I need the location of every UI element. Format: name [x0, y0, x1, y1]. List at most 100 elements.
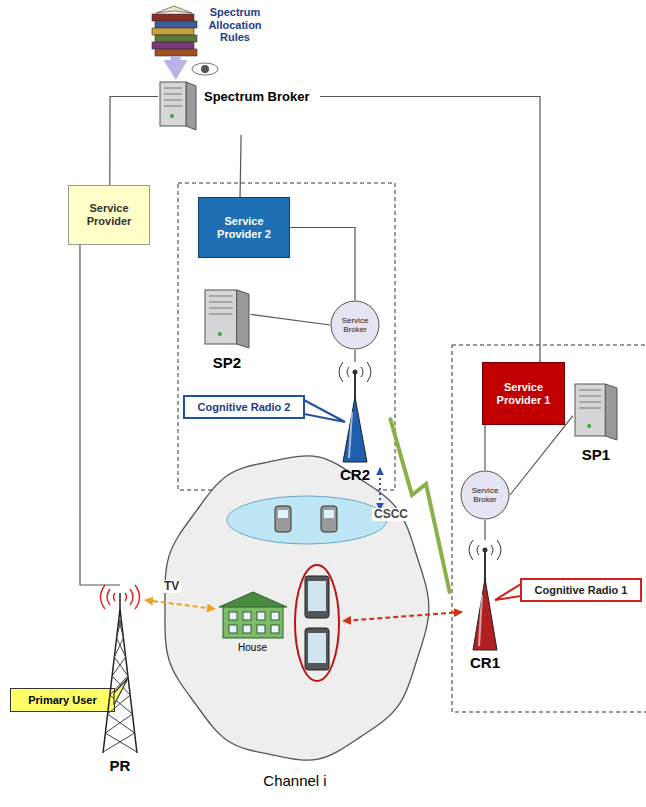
connector — [171, 56, 181, 60]
drawing-part — [201, 65, 209, 73]
drawing-part — [117, 638, 126, 657]
connector — [251, 314, 330, 325]
drawing-part — [117, 619, 122, 638]
node-text: Service Broker — [336, 316, 374, 334]
drawing-part — [152, 42, 194, 49]
drawing-part — [339, 362, 343, 382]
smartphone — [305, 576, 329, 618]
connector — [320, 97, 540, 363]
drawing-part — [209, 302, 233, 303]
connector — [510, 416, 573, 495]
phone-group — [227, 496, 387, 544]
service-provider-box: Service Provider 1 — [482, 362, 565, 425]
drawing-part — [271, 625, 279, 633]
connector — [145, 600, 215, 609]
drawing-part — [271, 612, 279, 620]
drawing-part — [112, 657, 126, 676]
drawing-part — [575, 384, 605, 436]
antenna-drawing — [320, 362, 390, 462]
drawing-part — [170, 114, 174, 118]
connector — [390, 418, 450, 594]
drawing-part — [119, 593, 121, 609]
house-drawing — [215, 588, 290, 640]
drawing-part — [101, 585, 106, 609]
callout-tail — [304, 400, 345, 422]
drawing-part — [209, 314, 233, 315]
drawing-part — [347, 367, 349, 377]
node-text: Cognitive Radio 1 — [535, 584, 628, 597]
drawing-part — [587, 424, 591, 428]
drawing-part — [110, 695, 133, 714]
drawing-part — [114, 638, 123, 657]
node-text: SP1 — [569, 446, 623, 463]
connector — [80, 245, 120, 585]
drawing-part — [361, 367, 363, 377]
drawing-part — [186, 82, 196, 130]
drawing-part — [243, 625, 251, 633]
node-text: Service Provider 2 — [204, 215, 284, 240]
node-text: Service Broker — [466, 486, 504, 504]
drawing-part — [278, 510, 288, 518]
drawing-part — [103, 733, 135, 752]
drawing-part — [107, 589, 110, 605]
callout-box: Cognitive Radio 2 — [183, 395, 305, 419]
drawing-part — [605, 384, 617, 440]
books-drawing — [148, 2, 202, 56]
eye-icon — [192, 63, 218, 75]
node-text: SP2 — [197, 354, 257, 371]
radio-link — [343, 612, 462, 621]
drawing-part — [125, 593, 127, 601]
callout-box: Cognitive Radio 1 — [520, 578, 642, 602]
node-text: Service Provider 1 — [488, 381, 559, 406]
drawing-part — [353, 370, 358, 375]
smartphone — [305, 628, 329, 670]
callout-tail — [114, 678, 128, 705]
drawing-part — [257, 625, 265, 633]
drawing-part — [160, 82, 186, 126]
server-drawing — [158, 80, 198, 132]
drawing-part — [209, 296, 233, 297]
drawing-part — [349, 412, 352, 458]
drawing-part — [579, 408, 601, 409]
server-drawing — [573, 382, 619, 442]
drawing-part — [130, 589, 133, 605]
drawing-part — [192, 63, 218, 75]
drawing-part — [491, 545, 493, 555]
edge-label: CSCC — [372, 508, 410, 521]
selection-ring — [295, 565, 339, 681]
server-icon: SP2 — [203, 288, 251, 376]
drawing-part — [156, 6, 192, 13]
node-text: Service Provider — [74, 202, 144, 227]
drawing-part — [135, 585, 140, 609]
node-text: PR — [95, 757, 145, 774]
drawing-part — [114, 593, 116, 601]
drawing-part — [209, 308, 233, 309]
drawing-part — [579, 402, 601, 403]
antenna-icon: CR2 — [320, 362, 390, 486]
node-text: Spectrum Allocation Rules — [204, 6, 266, 44]
service-provider-box: Service Provider 2 — [198, 197, 290, 258]
drawing-part — [108, 695, 131, 714]
drawing-part — [367, 362, 371, 382]
drawing-part — [114, 657, 128, 676]
drawing-part — [119, 619, 124, 638]
drawing-part — [229, 625, 237, 633]
drawing-part — [164, 106, 182, 107]
drawing-part — [219, 592, 287, 607]
tower-icon: PR — [95, 585, 145, 780]
drawing-part — [579, 390, 601, 391]
drawing-part — [469, 540, 473, 560]
connector — [240, 135, 241, 197]
drawing-part — [105, 733, 137, 752]
connector — [484, 425, 485, 470]
connector — [290, 228, 355, 301]
drawing-part — [257, 612, 265, 620]
drawing-part — [308, 581, 326, 611]
tower-drawing — [95, 585, 145, 753]
server-drawing — [203, 288, 251, 350]
service-provider-box: Service Provider — [68, 185, 150, 245]
drawing-part — [579, 396, 601, 397]
node-text: Spectrum Broker — [204, 90, 318, 105]
